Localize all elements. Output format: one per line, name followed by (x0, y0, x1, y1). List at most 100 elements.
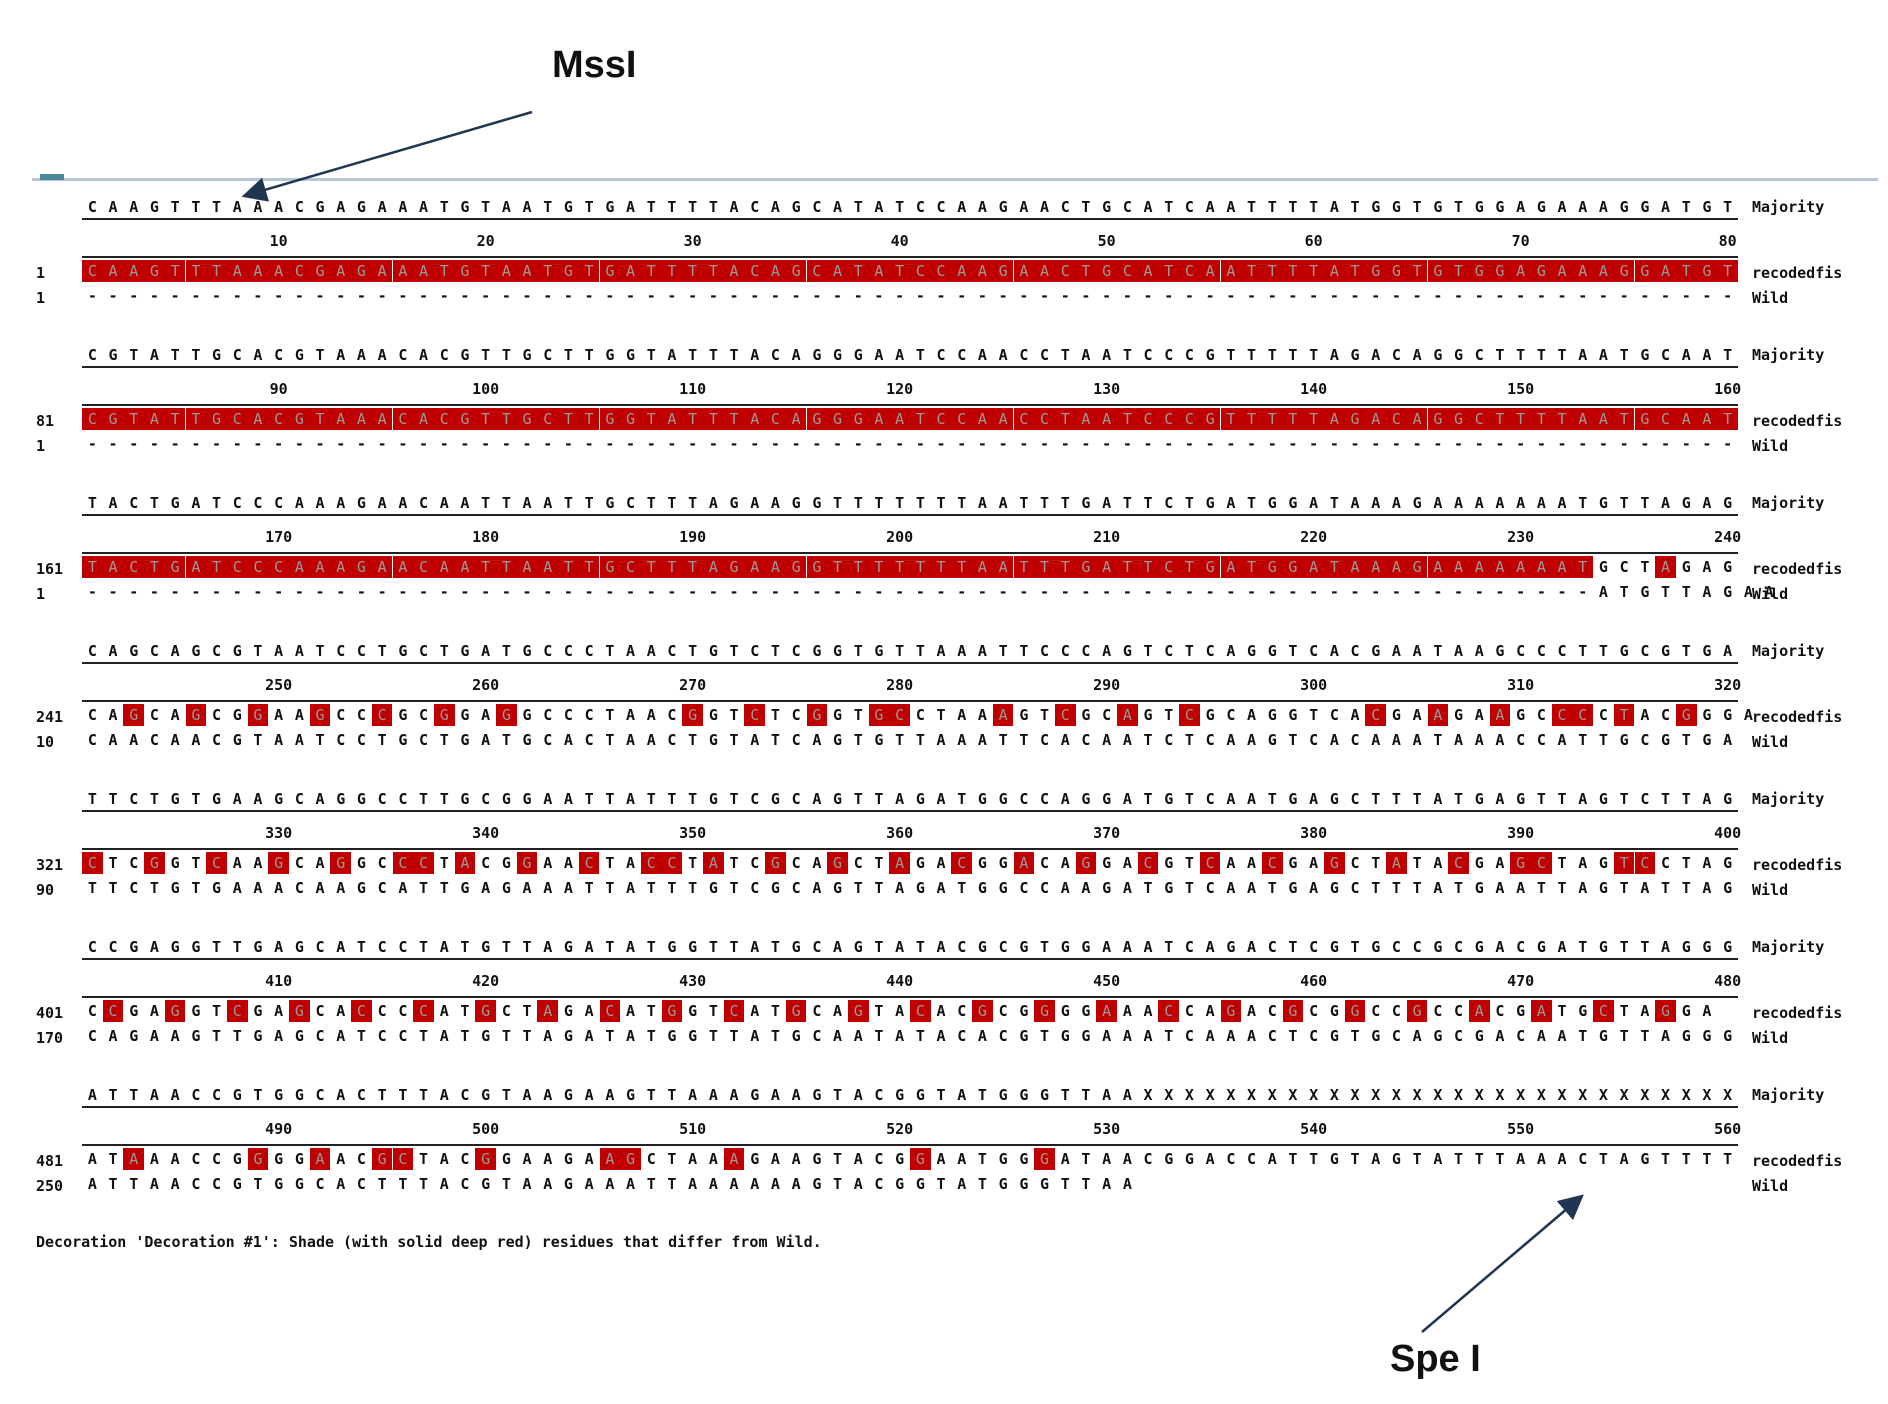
residue: T (1019, 494, 1029, 512)
residue: - (1184, 435, 1194, 453)
residue: A (1205, 198, 1215, 216)
residue: - (1516, 583, 1526, 601)
residue: A (1122, 731, 1132, 749)
residue: G (1081, 706, 1091, 724)
residue: A (253, 790, 263, 808)
residue: - (1702, 435, 1712, 453)
residue: A (1489, 704, 1511, 726)
residue: C (87, 1002, 97, 1020)
residue: X (1640, 1086, 1650, 1104)
residue: A (1344, 556, 1366, 578)
residue: A (87, 1150, 97, 1168)
residue: A (1329, 731, 1339, 749)
residue: A (1702, 346, 1712, 364)
residue: A (1226, 494, 1236, 512)
residue: C (1040, 854, 1050, 872)
residue: T (253, 642, 263, 660)
residue: - (191, 583, 201, 601)
residue: T (1661, 583, 1671, 601)
residue: C (129, 854, 139, 872)
residue: A (1427, 704, 1449, 726)
residue: C (1655, 408, 1676, 430)
residue: T (729, 706, 739, 724)
recoded-start-number: 161 (36, 560, 64, 578)
residue: C (1184, 1002, 1194, 1020)
residue: C (584, 706, 594, 724)
residue: C (791, 879, 801, 897)
residue: A (1220, 556, 1242, 578)
residue: A (750, 494, 760, 512)
residue: G (1329, 790, 1339, 808)
residue: G (398, 642, 408, 660)
residue: T (977, 1150, 987, 1168)
residue: - (1247, 583, 1257, 601)
residue: - (1122, 583, 1132, 601)
residue: G (1329, 1027, 1339, 1045)
residue: A (723, 1148, 745, 1170)
residue: T (1282, 408, 1304, 430)
residue: - (791, 583, 801, 601)
residue: A (1412, 1027, 1422, 1045)
residue: A (1267, 1150, 1277, 1168)
ruler-line (82, 552, 1738, 554)
residue: A (1040, 198, 1050, 216)
residue: C (910, 1000, 931, 1022)
residue: A (1655, 556, 1676, 578)
residue: - (791, 287, 801, 305)
residue: T (1081, 198, 1091, 216)
residue: A (543, 854, 553, 872)
residue: T (1578, 938, 1588, 956)
ruler-tick-label: 400 (1714, 824, 1742, 842)
residue: C (1634, 852, 1656, 874)
residue: G (1640, 198, 1650, 216)
residue: A (1474, 731, 1484, 749)
residue: - (419, 287, 429, 305)
residue: A (336, 1175, 346, 1193)
residue: G (1598, 1027, 1608, 1045)
residue: - (501, 583, 511, 601)
residue: G (1675, 704, 1697, 726)
residue: A (129, 731, 139, 749)
residue: T (951, 556, 973, 578)
residue: T (419, 1027, 429, 1045)
residue: T (667, 1086, 677, 1104)
residue: - (460, 287, 470, 305)
residue: A (253, 198, 263, 216)
residue: A (1557, 1027, 1567, 1045)
residue: G (274, 790, 284, 808)
residue: G (605, 198, 615, 216)
residue: G (1019, 1086, 1029, 1104)
residue: - (605, 583, 615, 601)
residue: C (356, 706, 366, 724)
residue: C (247, 556, 269, 578)
residue: C (1598, 706, 1608, 724)
residue: T (1681, 642, 1691, 660)
residue: A (1536, 1027, 1546, 1045)
residue: C (82, 852, 103, 874)
residue: C (812, 1002, 822, 1020)
residue: A (398, 879, 408, 897)
residue: - (729, 583, 739, 601)
residue: T (578, 408, 600, 430)
residue: G (1019, 1027, 1029, 1045)
residue: G (847, 408, 869, 430)
residue: G (1019, 1150, 1029, 1168)
residue: G (123, 704, 145, 726)
residue: A (770, 494, 780, 512)
residue: G (1723, 938, 1733, 956)
residue: A (620, 260, 641, 282)
residue: A (977, 346, 987, 364)
residue: T (1060, 494, 1070, 512)
residue: A (1433, 790, 1443, 808)
ruler-tick-label: 140 (1300, 380, 1328, 398)
residue: - (212, 287, 222, 305)
residue: G (1019, 938, 1029, 956)
residue: G (164, 556, 186, 578)
residue: T (1309, 346, 1319, 364)
residue: A (1350, 706, 1360, 724)
ruler-tick-label: 510 (679, 1120, 707, 1138)
residue: A (770, 1086, 780, 1104)
majority-label: Majority (1752, 494, 1825, 512)
residue: - (1143, 287, 1153, 305)
